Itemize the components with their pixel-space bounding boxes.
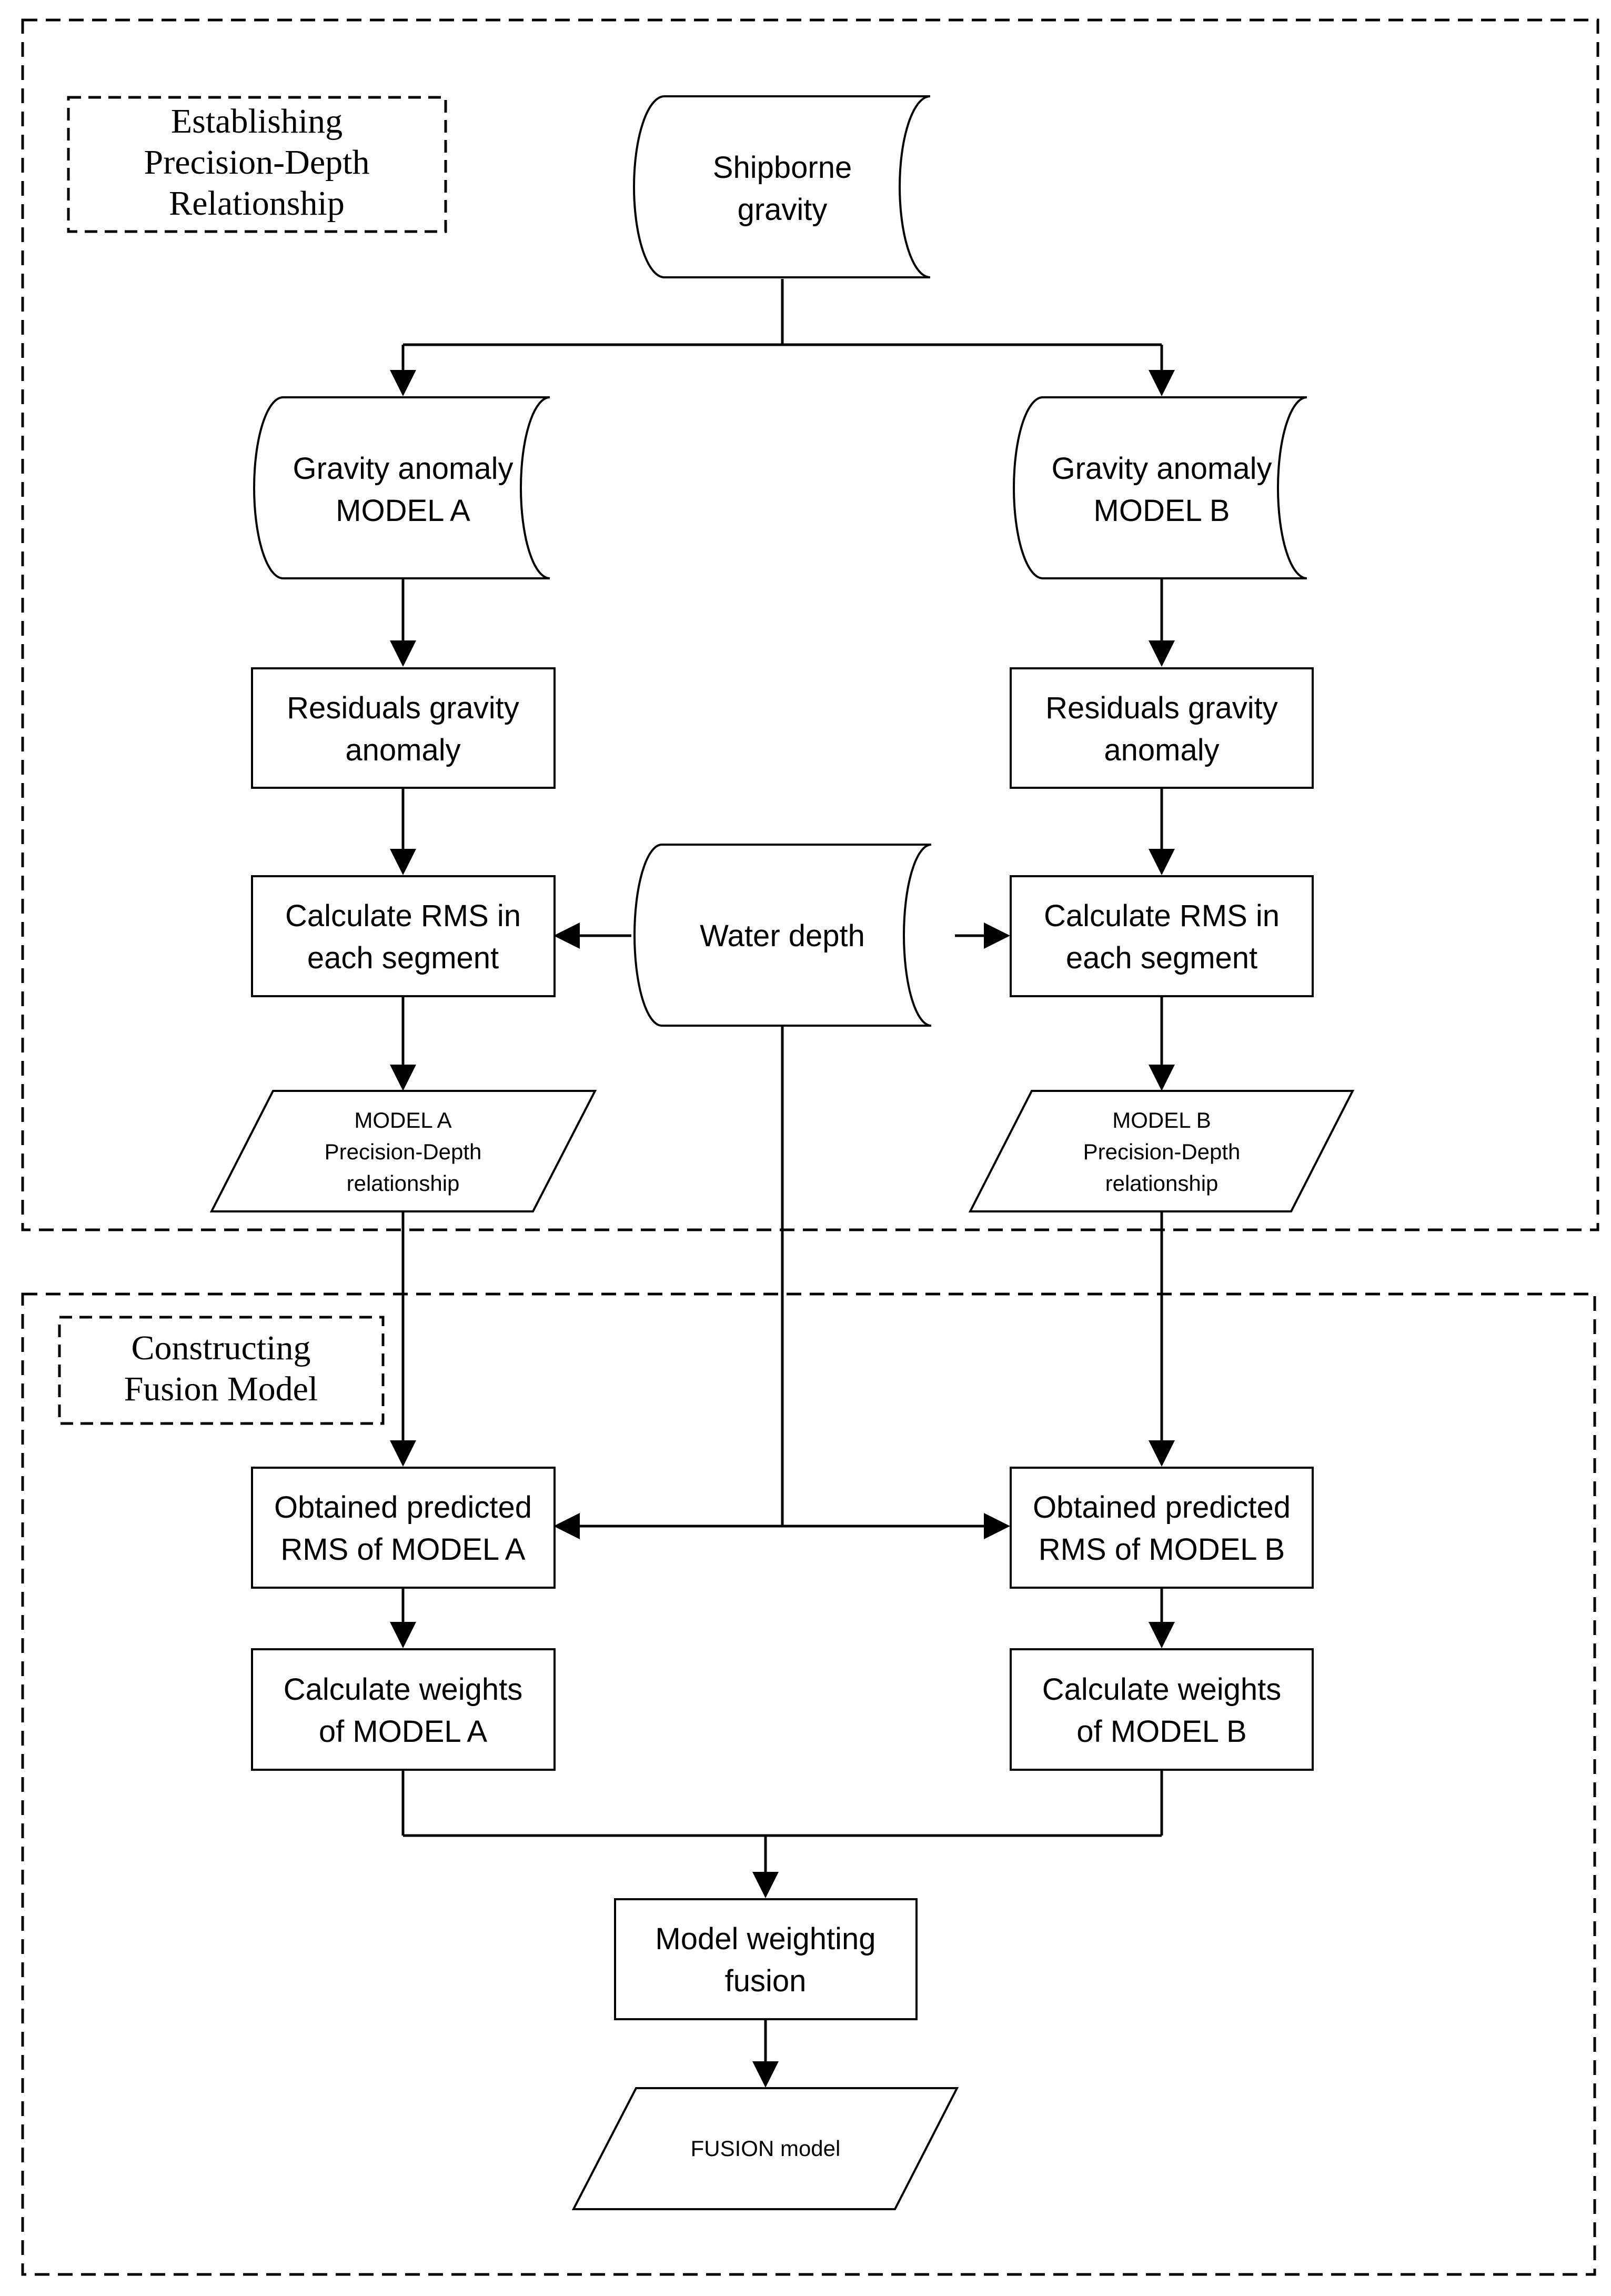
section-label-line: Precision-Depth: [144, 143, 370, 182]
node-text: Gravity anomaly: [293, 452, 513, 486]
node-text: Model weighting: [655, 1922, 875, 1956]
establishing-section-label: Establishing Precision-Depth Relationshi…: [67, 96, 447, 233]
node-text: MODEL B: [1094, 494, 1230, 528]
node-text: Precision-Depth: [1083, 1139, 1241, 1164]
node-text: Residuals gravity: [1045, 691, 1278, 725]
node-text: each segment: [307, 941, 499, 975]
node-text: MODEL A: [354, 1108, 451, 1132]
constructing-section-label: Constructing Fusion Model: [58, 1316, 385, 1425]
node-text: Calculate weights: [284, 1672, 523, 1707]
node-text: Calculate weights: [1042, 1672, 1282, 1707]
gravity-anomaly-model-b-node: Gravity anomaly MODEL B: [1013, 396, 1307, 579]
node-text: RMS of MODEL B: [1039, 1532, 1285, 1567]
model-weighting-fusion-node: Model weighting fusion: [614, 1898, 918, 2020]
shipborne-gravity-node: Shipborne gravity: [633, 95, 931, 278]
node-text: MODEL B: [1112, 1108, 1211, 1132]
node-text: Obtained predicted: [274, 1490, 532, 1525]
node-text: Gravity anomaly: [1051, 452, 1272, 486]
node-text: Calculate RMS in: [285, 899, 521, 933]
connectors: [390, 279, 1175, 2088]
node-text: Residuals gravity: [287, 691, 519, 725]
node-text: fusion: [725, 1964, 807, 1998]
section-label-line: Constructing: [132, 1329, 311, 1367]
node-text: of MODEL A: [319, 1715, 488, 1749]
node-text: MODEL A: [336, 494, 470, 528]
calculate-weights-a-node: Calculate weights of MODEL A: [251, 1648, 556, 1771]
residuals-gravity-anomaly-b-node: Residuals gravity anomaly: [1010, 667, 1314, 789]
calculate-weights-b-node: Calculate weights of MODEL B: [1010, 1648, 1314, 1771]
predicted-rms-b-node: Obtained predicted RMS of MODEL B: [1010, 1467, 1314, 1589]
fusion-model-output-node: FUSION model: [571, 2087, 959, 2210]
node-text: Obtained predicted: [1033, 1490, 1291, 1525]
node-text: relationship: [1105, 1171, 1219, 1196]
node-text: Shipborne: [713, 151, 852, 185]
node-text: each segment: [1066, 941, 1257, 975]
node-text: anomaly: [345, 733, 460, 767]
node-text: gravity: [738, 193, 828, 227]
calculate-rms-b-node: Calculate RMS in each segment: [1010, 875, 1314, 997]
section-label-line: Fusion Model: [124, 1370, 318, 1408]
predicted-rms-a-node: Obtained predicted RMS of MODEL A: [251, 1467, 556, 1589]
node-text: Precision-Depth: [325, 1139, 482, 1164]
model-b-precision-depth-node: MODEL B Precision-Depth relationship: [968, 1090, 1355, 1212]
node-text: FUSION model: [691, 2136, 841, 2161]
node-text: anomaly: [1104, 733, 1219, 767]
calculate-rms-a-node: Calculate RMS in each segment: [251, 875, 556, 997]
residuals-gravity-anomaly-a-node: Residuals gravity anomaly: [251, 667, 556, 789]
section-label-line: Establishing: [171, 102, 343, 141]
establishing-section-border: [21, 18, 1599, 1231]
water-depth-node: Water depth: [633, 844, 932, 1027]
constructing-section-border: [21, 1292, 1596, 2276]
section-label-line: Relationship: [169, 184, 345, 223]
node-text: of MODEL B: [1076, 1715, 1246, 1749]
node-text: Water depth: [700, 919, 865, 953]
node-text: RMS of MODEL A: [280, 1532, 526, 1567]
node-text: relationship: [347, 1171, 460, 1196]
node-text: Calculate RMS in: [1044, 899, 1280, 933]
model-a-precision-depth-node: MODEL A Precision-Depth relationship: [209, 1090, 597, 1212]
gravity-anomaly-model-a-node: Gravity anomaly MODEL A: [253, 396, 550, 579]
